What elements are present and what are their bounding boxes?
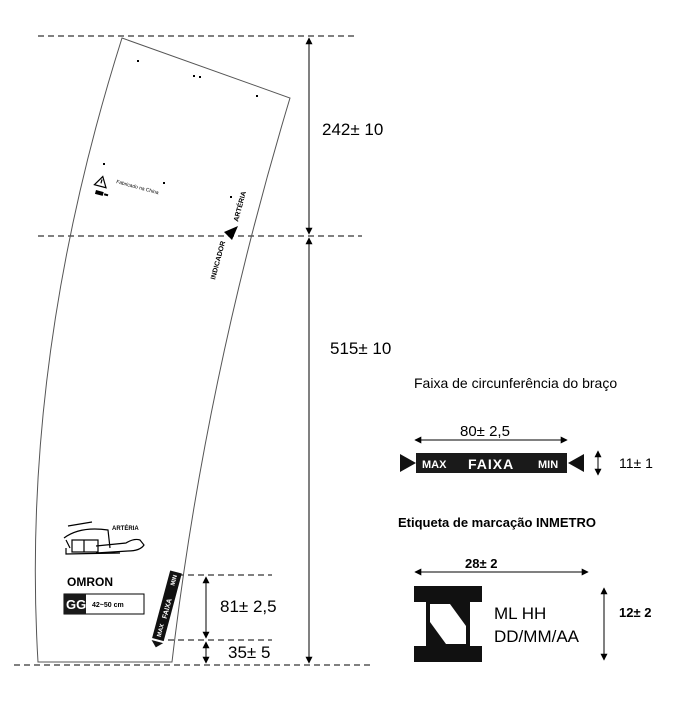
cuff-marks [103, 60, 258, 198]
range-section-title: Faixa de circunferência do braço [414, 375, 617, 391]
inmetro-line2: DD/MM/AA [494, 627, 580, 646]
label-width-dimension: 28± 2 [465, 556, 497, 571]
arm-artery-label: ARTÉRIA [112, 524, 139, 532]
size-range: 42~50 cm [92, 602, 124, 609]
cuff-range-band: MAX FAIXA MIN [151, 570, 182, 648]
range-width-dimension: 80± 2,5 [460, 423, 510, 440]
band-length-dimension: 81± 2,5 [220, 597, 277, 616]
range-height-dimension: 11± 1 [619, 455, 653, 471]
range-max-label: MAX [422, 459, 447, 471]
reference-lines [14, 35, 372, 666]
top-section-dimension: 242± 10 [322, 120, 383, 139]
inmetro-section-title: Etiqueta de marcação INMETRO [398, 515, 596, 530]
made-in-text: Fabricado na China [115, 179, 159, 196]
inmetro-logo-icon [414, 586, 482, 662]
size-tag: GG 42~50 cm [63, 593, 145, 615]
arm-illustration-icon [63, 521, 145, 555]
omron-logo: OMRON [67, 575, 113, 589]
label-height-dimension: 12± 2 [619, 605, 651, 620]
inmetro-line1: ML HH [494, 604, 546, 623]
range-faixa-label: FAIXA [468, 456, 514, 472]
artery-label: ARTÉRIA [231, 190, 248, 222]
size-code: GG [66, 597, 86, 612]
warning-icon [93, 175, 107, 189]
range-min-label: MIN [538, 459, 558, 471]
indicator-label: INDICADOR [210, 240, 227, 280]
bottom-section-dimension: 515± 10 [330, 339, 391, 358]
artery-indicator-arrow-icon [224, 226, 238, 240]
band-max-label: MAX [157, 623, 166, 637]
cuff-symbol-icon [94, 190, 109, 197]
band-min-label: MIN [170, 574, 179, 586]
band-offset-dimension: 35± 5 [228, 643, 270, 662]
cuff-outline [34, 37, 291, 663]
range-label: MAX FAIXA MIN [400, 453, 584, 473]
